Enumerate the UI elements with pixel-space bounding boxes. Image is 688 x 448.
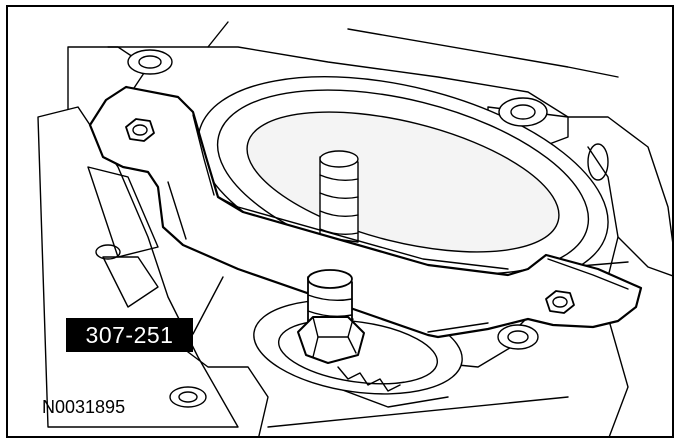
- bracket-bolt-right: [545, 290, 575, 314]
- figure-id-label: N0031895: [42, 397, 126, 417]
- mounting-bosses: [95, 49, 609, 408]
- illustration-frame: 307-251 N0031895: [6, 5, 674, 438]
- tool-bracket: [88, 85, 643, 339]
- callout-leader-line: [192, 276, 224, 335]
- bracket-bolt-left: [125, 118, 155, 142]
- engine-tool-illustration: [37, 21, 672, 436]
- threaded-stud: [319, 150, 359, 243]
- tool-number-callout: 307-251: [66, 318, 193, 352]
- forcing-screw-hex-bolt: [297, 269, 365, 364]
